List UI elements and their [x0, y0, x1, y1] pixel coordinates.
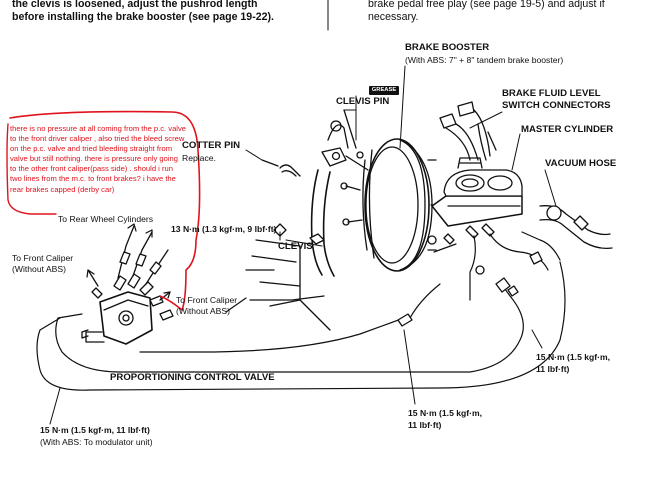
- label-brake-booster-note: (With ABS: 7" + 8" tandem brake booster): [405, 55, 564, 65]
- proportioning-valve-drawing: [81, 225, 174, 345]
- cotter-pin-drawing: [261, 159, 301, 177]
- label-brake-booster: BRAKE BOOSTER: [405, 42, 490, 53]
- label-torque-15-bottom-1: 15 N·m (1.5 kgf·m, 11 lbf·ft): [40, 425, 150, 435]
- label-torque-15-right-2: 11 lbf·ft): [536, 364, 570, 374]
- label-cotter-pin-note: Replace.: [182, 153, 216, 163]
- label-clevis: CLEVIS: [278, 241, 313, 252]
- label-torque-15-bottom-2: (With ABS: To modulator unit): [40, 437, 153, 447]
- header-right-text: brake pedal free play (see page 19-5) an…: [368, 0, 605, 24]
- brake-booster-body: [340, 138, 441, 272]
- fluid-level-connectors: [439, 101, 497, 161]
- label-fluid-level-1: BRAKE FLUID LEVEL: [502, 88, 601, 99]
- vacuum-hose-drawing: [539, 205, 613, 250]
- clevis-assembly: [273, 109, 369, 277]
- brake-lines: [36, 231, 566, 391]
- header-left-text: the clevis is loosened, adjust the pushr…: [12, 0, 322, 24]
- label-torque-13: 13 N·m (1.3 kgf·m, 9 lbf·ft): [171, 224, 277, 234]
- label-rear-wheel: To Rear Wheel Cylinders: [58, 214, 154, 224]
- header-right-line-1: brake pedal free play (see page 19-5) an…: [368, 0, 605, 10]
- label-torque-15-right-1: 15 N·m (1.5 kgf·m,: [536, 352, 611, 362]
- annotation-outline: [9, 110, 201, 311]
- annotation-outline-inner: [6, 123, 57, 215]
- header-left-line-2: before installing the brake booster (see…: [12, 11, 274, 23]
- label-front-caliper-left-1: To Front Caliper: [12, 253, 74, 263]
- label-front-caliper-right-1: To Front Caliper: [176, 295, 238, 305]
- label-front-caliper-left-2: (Without ABS): [12, 264, 66, 274]
- label-front-caliper-right-2: (Without ABS): [176, 306, 230, 316]
- leader-lines: [49, 65, 557, 425]
- annotation-text: there is no pressure at all coming from …: [10, 124, 187, 194]
- header-left-line-1: the clevis is loosened, adjust the pushr…: [12, 0, 258, 10]
- label-vacuum-hose: VACUUM HOSE: [545, 158, 617, 169]
- label-cotter-pin: COTTER PIN: [182, 140, 241, 151]
- red-annotation-note: there is no pressure at all coming from …: [10, 124, 186, 195]
- label-master-cylinder: MASTER CYLINDER: [521, 124, 614, 135]
- label-torque-15-mid-1: 15 N·m (1.5 kgf·m,: [408, 408, 483, 418]
- label-fluid-level-2: SWITCH CONNECTORS: [502, 100, 611, 111]
- line-fittings: [397, 251, 543, 327]
- label-proportioning-valve: PROPORTIONING CONTROL VALVE: [110, 372, 275, 383]
- header-right-line-2: necessary.: [368, 11, 419, 23]
- grease-badge: GREASE: [369, 86, 399, 95]
- label-clevis-pin: CLEVIS PIN: [336, 96, 390, 107]
- label-torque-15-mid-2: 11 lbf·ft): [408, 420, 442, 430]
- pedal-bracket: [245, 239, 331, 331]
